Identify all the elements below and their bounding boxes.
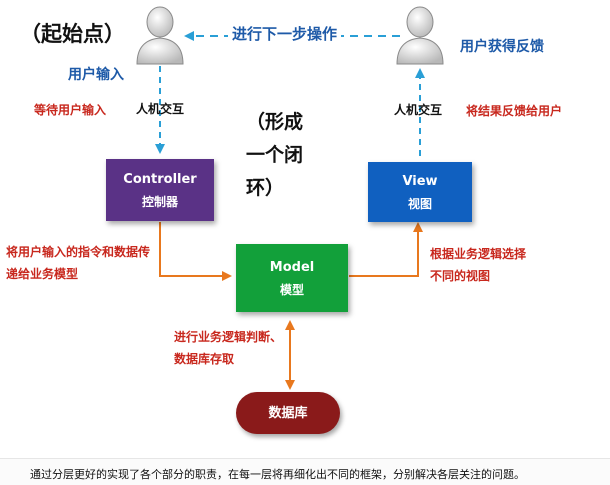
view-box: View 视图: [368, 162, 472, 222]
model-to-view-label: 根据业务逻辑选择不同的视图: [430, 247, 527, 283]
model-title: Model: [269, 259, 315, 275]
feedback-to-user-label: 将结果反馈给用户: [466, 104, 563, 118]
user-feedback-label: 用户获得反馈: [460, 39, 544, 55]
next-step-label: 进行下一步操作: [228, 27, 342, 42]
user-right-icon: [396, 6, 444, 65]
hci-right-label: 人机交互: [394, 103, 443, 117]
model-to-view-arrow: [349, 222, 423, 277]
caption-text: 通过分层更好的实现了各个部分的职责，在每一层将再细化出不同的框架，分别解决各层关…: [30, 468, 525, 481]
controller-title: Controller: [123, 171, 197, 187]
controller-to-model-label: 将用户输入的指令和数据传递给业务模型: [6, 245, 151, 281]
controller-box: Controller 控制器: [106, 159, 214, 221]
model-subtitle: 模型: [279, 282, 304, 297]
database-label: 数据库: [268, 405, 308, 421]
database-node: 数据库: [236, 392, 340, 434]
view-subtitle: 视图: [407, 196, 432, 211]
controller-subtitle: 控制器: [141, 194, 178, 209]
controller-to-model-arrow: [159, 222, 232, 281]
user-input-label: 用户输入: [68, 67, 124, 83]
model-db-label: 进行业务逻辑判断、数据库存取: [174, 330, 283, 366]
model-box: Model 模型: [236, 244, 348, 312]
view-title: View: [402, 173, 438, 189]
user-left-icon: [136, 6, 184, 65]
caption-bar: 通过分层更好的实现了各个部分的职责，在每一层将再细化出不同的框架，分别解决各层关…: [0, 458, 610, 485]
loop-label: （形成一个闭环）: [246, 111, 304, 199]
hci-left-label: 人机交互: [136, 102, 185, 116]
wait-input-label: 等待用户输入: [34, 103, 107, 117]
start-label: （起始点）: [20, 22, 125, 46]
